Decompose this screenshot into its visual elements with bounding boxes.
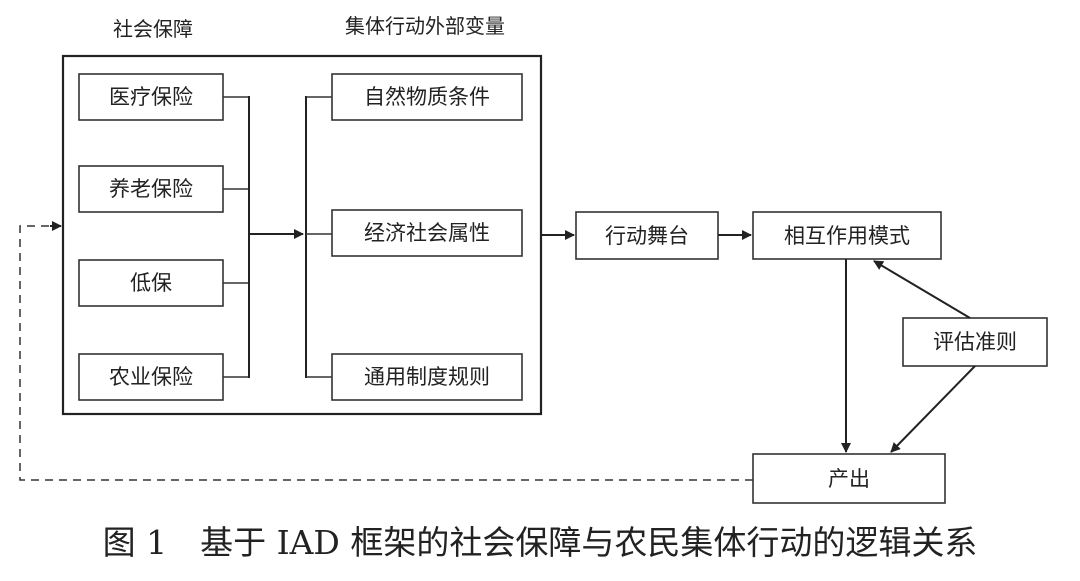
figure-caption: 图 1 基于 IAD 框架的社会保障与农民集体行动的逻辑关系	[103, 523, 978, 562]
external-variables-header: 集体行动外部变量	[345, 14, 505, 38]
external-item-physical-conditions: 自然物质条件	[331, 73, 523, 121]
svg-text:养老保险: 养老保险	[109, 177, 193, 201]
arrow-criteria-to-outcomes	[890, 365, 976, 453]
svg-text:医疗保险: 医疗保险	[109, 85, 193, 109]
social-security-header: 社会保障	[113, 17, 193, 41]
external-bracket	[305, 96, 332, 378]
svg-text:低保: 低保	[130, 271, 172, 295]
evaluative-criteria-box: 评估准则	[902, 317, 1048, 367]
arrow-criteria-to-patterns	[873, 260, 971, 319]
external-item-rules-in-use: 通用制度规则	[331, 353, 523, 401]
action-arena-box: 行动舞台	[575, 211, 719, 260]
svg-text:通用制度规则: 通用制度规则	[364, 365, 490, 389]
security-bracket	[223, 96, 250, 378]
security-item-medical: 医疗保险	[78, 73, 224, 121]
svg-text:自然物质条件: 自然物质条件	[364, 85, 490, 109]
feedback-dashed-path	[19, 225, 753, 481]
svg-text:相互作用模式: 相互作用模式	[784, 224, 910, 248]
interaction-patterns-box: 相互作用模式	[752, 211, 942, 260]
outcomes-box: 产出	[752, 453, 946, 504]
svg-text:行动舞台: 行动舞台	[605, 224, 689, 248]
svg-text:农业保险: 农业保险	[109, 365, 193, 389]
external-item-community-attributes: 经济社会属性	[331, 209, 523, 257]
security-item-pension: 养老保险	[78, 165, 224, 213]
svg-text:经济社会属性: 经济社会属性	[364, 221, 490, 245]
svg-text:评估准则: 评估准则	[933, 330, 1017, 354]
security-item-subsistence: 低保	[78, 259, 224, 307]
security-item-agricultural: 农业保险	[78, 353, 224, 401]
svg-text:产出: 产出	[828, 467, 870, 491]
